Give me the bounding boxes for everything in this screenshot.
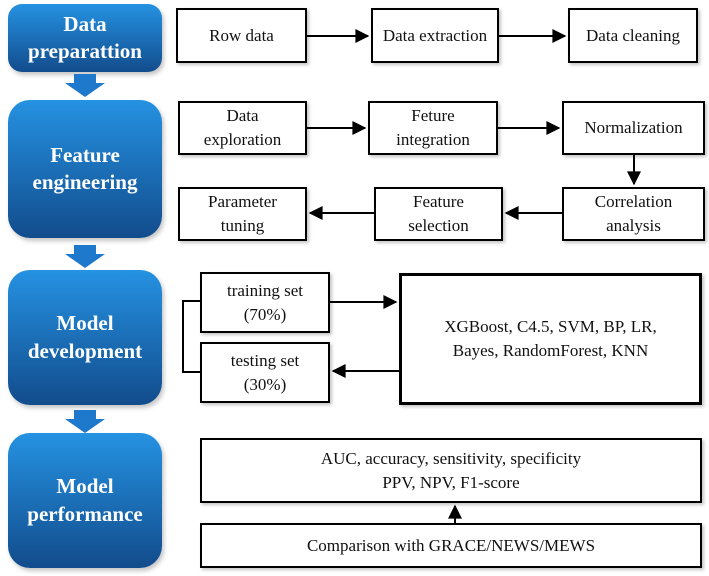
box-evaluation-metrics: AUC, accuracy, sensitivity, specificity … xyxy=(200,438,702,503)
stage-data-preparation: Data preparattion xyxy=(8,4,162,72)
box-model-algorithms: XGBoost, C4.5, SVM, BP, LR, Bayes, Rando… xyxy=(399,273,702,405)
box-parameter-tuning: Parameter tuning xyxy=(178,187,307,241)
flow-arrow-down-icon xyxy=(65,245,105,268)
flow-arrow-down-icon xyxy=(65,410,105,433)
bracket-train-test xyxy=(182,300,200,373)
box-row-data: Row data xyxy=(176,8,307,63)
box-normalization: Normalization xyxy=(562,101,705,155)
box-data-extraction: Data extraction xyxy=(371,8,499,63)
box-training-set: training set (70%) xyxy=(200,272,330,333)
box-correlation-analysis: Correlation analysis xyxy=(562,187,705,241)
flow-arrow-down-icon xyxy=(65,74,105,97)
stage-feature-engineering: Feature engineering xyxy=(8,100,162,238)
box-feature-integration: Feture integration xyxy=(368,101,498,155)
stage-model-development: Model development xyxy=(8,270,162,405)
box-data-exploration: Data exploration xyxy=(178,101,307,155)
box-data-cleaning: Data cleaning xyxy=(568,8,698,63)
box-score-comparison: Comparison with GRACE/NEWS/MEWS xyxy=(200,523,702,568)
box-feature-selection: Feature selection xyxy=(374,187,503,241)
box-testing-set: testing set (30%) xyxy=(200,342,330,403)
stage-model-performance: Model performance xyxy=(8,433,162,568)
